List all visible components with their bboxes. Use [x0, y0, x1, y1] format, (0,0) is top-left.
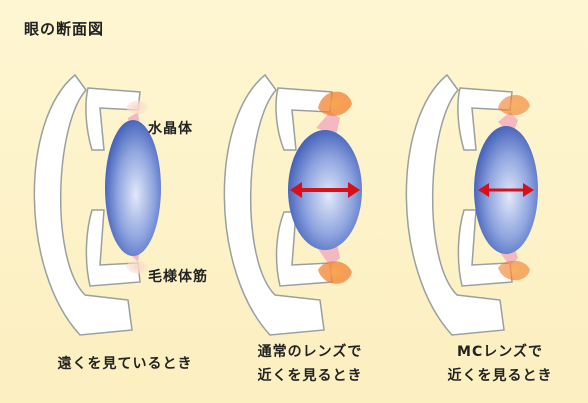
caption-far-line: 遠くを見ているとき [40, 352, 210, 376]
caption-normal: 通常のレンズで 近くを見るとき [240, 340, 380, 388]
lens-shape [105, 120, 161, 256]
eye-mc-near [406, 75, 538, 335]
eye-normal-near [224, 75, 362, 335]
caption-mc-line1: MCレンズで [430, 340, 570, 364]
lens-label: 水晶体 [148, 118, 193, 138]
caption-normal-line1: 通常のレンズで [240, 340, 380, 364]
ciliary-muscle-label: 毛様体筋 [148, 266, 208, 286]
caption-mc-line2: 近くを見るとき [430, 364, 570, 388]
eye-far [34, 75, 161, 335]
caption-far: 遠くを見ているとき [40, 352, 210, 376]
caption-mc: MCレンズで 近くを見るとき [430, 340, 570, 388]
caption-normal-line2: 近くを見るとき [240, 364, 380, 388]
